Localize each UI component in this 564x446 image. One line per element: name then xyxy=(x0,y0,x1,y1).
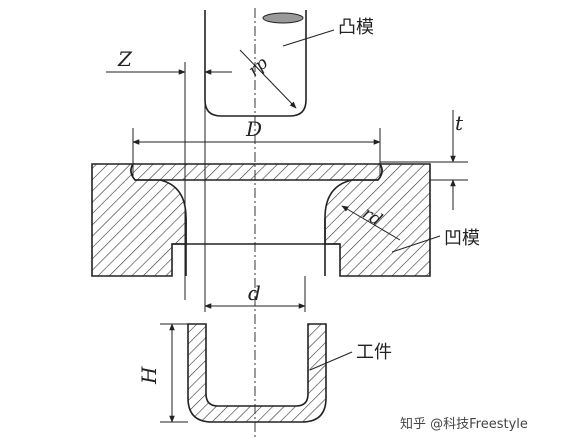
die xyxy=(91,163,441,277)
z-dimension xyxy=(106,62,232,300)
blank-sheet xyxy=(130,163,383,181)
rd-radius-line xyxy=(341,205,401,241)
cup-wall xyxy=(187,323,327,423)
D-label: D xyxy=(245,117,262,141)
H-dimension xyxy=(160,323,188,423)
punch xyxy=(204,10,335,117)
workpiece-callout: 工件 xyxy=(356,342,392,363)
die-leader xyxy=(391,235,441,253)
die-callout: 凹模 xyxy=(444,228,480,249)
punch-top-ellipse xyxy=(262,12,304,24)
d-label: d xyxy=(248,281,261,305)
t-label: t xyxy=(455,111,464,135)
workpiece xyxy=(187,323,353,423)
t-dimension xyxy=(380,110,468,210)
punch-callout: 凸模 xyxy=(338,17,374,38)
rp-radius-line xyxy=(239,49,297,109)
die-left-half xyxy=(91,163,187,277)
z-label: Z xyxy=(117,47,133,71)
H-label: H xyxy=(137,366,161,385)
watermark: 知乎 @科技Freestyle xyxy=(400,416,528,432)
punch-leader xyxy=(282,29,335,47)
blank xyxy=(130,163,383,181)
punch-body xyxy=(204,10,307,117)
rp-label: rp xyxy=(245,53,273,81)
workpiece-leader xyxy=(309,351,353,371)
d-dimension xyxy=(204,276,306,312)
